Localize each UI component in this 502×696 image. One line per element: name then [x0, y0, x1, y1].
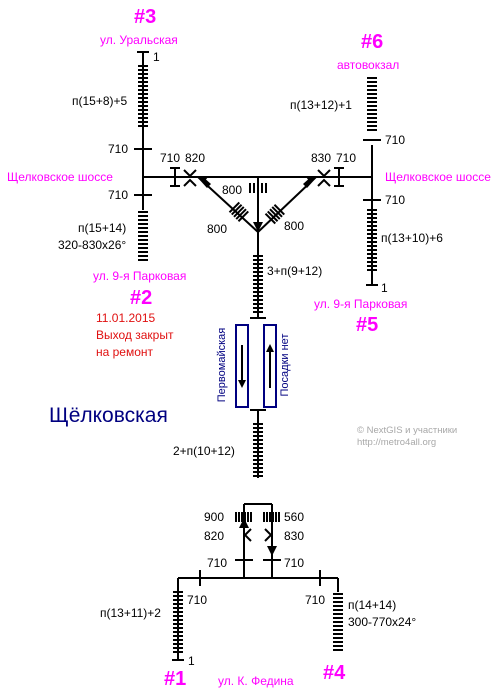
w830-top: 830	[311, 151, 332, 165]
n3-end: 1	[153, 50, 160, 64]
exit-6-street: автовокзал	[337, 58, 400, 72]
exit-3-street: ул. Уральская	[100, 33, 178, 47]
arrow-up-lower-left	[239, 518, 249, 528]
w710-r2: 710	[336, 151, 357, 165]
arrow-down-center	[253, 222, 263, 232]
exit-3-number: #3	[134, 6, 157, 28]
exit-5-street: ул. 9-я Парковая	[314, 297, 408, 311]
arrow-down-lower-right	[267, 546, 277, 556]
w820-top: 820	[185, 151, 206, 165]
center-stairs: 3+п(9+12)	[267, 264, 323, 278]
credit-line-1: © NextGIS и участники	[357, 425, 458, 436]
platform-right-label: Посадки нет	[279, 333, 291, 397]
platform-right-box	[263, 324, 277, 408]
w820-bot: 820	[204, 529, 225, 543]
w800-sw: 800	[207, 222, 228, 236]
exit-6-stairs	[367, 77, 377, 131]
exit-4-stairs	[333, 593, 343, 651]
exit-5-stairs	[367, 209, 377, 271]
exit-6-number: #6	[361, 31, 384, 53]
n2-stairs: п(15+14)	[78, 221, 127, 235]
lower-stairs	[253, 423, 263, 477]
w900: 900	[204, 510, 225, 524]
w830-bot: 830	[284, 529, 305, 543]
platform-left-label: Первомайская	[216, 327, 228, 403]
w560: 560	[284, 510, 305, 524]
n1-stairs: п(13+11)+2	[100, 606, 161, 620]
w710-br2: 710	[305, 593, 326, 607]
exit-2-notice-line2: на ремонт	[96, 345, 154, 359]
station-name: Щёлковская	[49, 404, 168, 427]
exit-3-stairs	[138, 65, 148, 127]
w710-br1: 710	[284, 556, 305, 570]
exit-4-number: #4	[323, 662, 346, 684]
exit-2-notice-date: 11.01.2015	[96, 311, 156, 325]
n5-stairs: п(13+10)+6	[381, 231, 443, 245]
w800-left: 800	[222, 183, 243, 197]
exit-2-stairs	[138, 211, 148, 261]
w710-r1: 710	[385, 133, 406, 147]
n4-stairs: п(14+14)	[348, 598, 397, 612]
n1-end: 1	[188, 654, 195, 668]
se-stairs	[264, 204, 285, 225]
exit-1-stairs	[173, 591, 183, 653]
w710-l3: 710	[108, 188, 129, 202]
lower-left-stairs	[235, 512, 252, 522]
w710-bl1: 710	[207, 556, 228, 570]
w710-l1: 710	[108, 142, 129, 156]
w710-bl2: 710	[187, 593, 208, 607]
exit-2-notice-line1: Выход закрыт	[96, 328, 174, 342]
exit-2-number: #2	[130, 287, 153, 309]
exit-1-street: ул. К. Федина	[218, 674, 294, 688]
sw-stairs	[228, 201, 249, 222]
lower-right-stairs	[263, 512, 280, 522]
n2-ramp: 320-830x26°	[58, 238, 127, 252]
road-right: Щелковское шоссе	[385, 170, 491, 184]
w710-l2: 710	[160, 151, 181, 165]
exit-1-number: #1	[164, 668, 187, 690]
w800-se: 800	[284, 219, 305, 233]
exit-2-street: ул. 9-я Парковая	[93, 269, 187, 283]
road-left: Щелковское шоссе	[7, 170, 113, 184]
w710-r3: 710	[385, 193, 406, 207]
n4-ramp: 300-770x24°	[348, 615, 417, 629]
n5-end: 1	[381, 281, 388, 295]
credit-line-2: http://metro4all.org	[357, 437, 437, 448]
platform-left-box	[235, 324, 249, 408]
exit-5-number: #5	[356, 314, 379, 336]
n3-stairs: п(15+8)+5	[72, 94, 128, 108]
n6-stairs: п(13+12)+1	[290, 98, 352, 112]
lower-stairs: 2+п(10+12)	[173, 444, 235, 458]
center-stairs	[253, 255, 263, 313]
top-center-stairs	[249, 183, 267, 193]
